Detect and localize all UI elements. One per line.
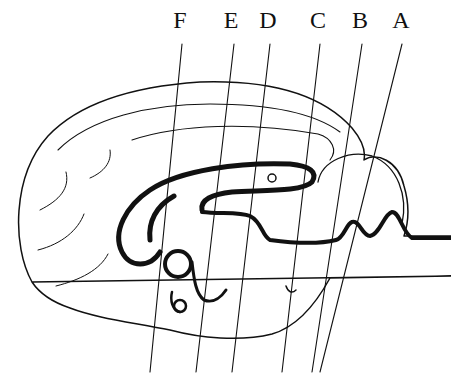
section-letter: D [257,8,278,32]
section-letter: B [350,8,370,32]
section-letter: E [222,8,241,32]
section-letter: F [171,8,188,32]
section-letter: C [308,8,328,32]
section-letter: A [390,8,411,32]
